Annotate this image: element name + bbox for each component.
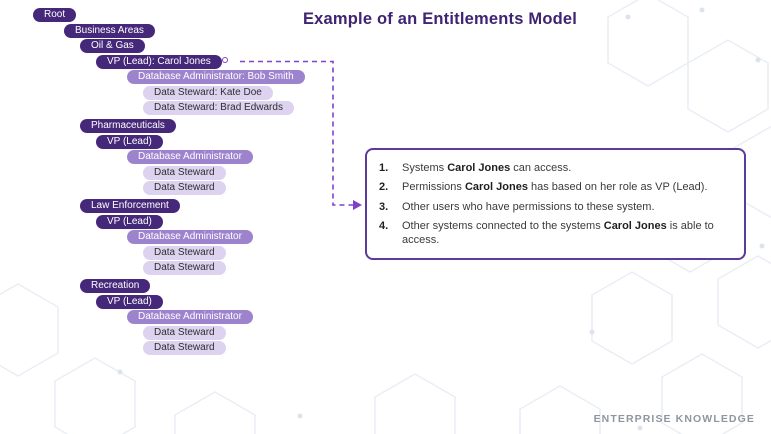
tree-node: VP (Lead) <box>96 294 163 309</box>
tree-node: Data Steward <box>143 245 226 260</box>
item-number: 2. <box>379 181 389 194</box>
callout-box: 1. Systems Carol Jones can access. 2. Permi… <box>365 148 746 261</box>
item-text: Other users who have permissions to thes… <box>402 200 655 213</box>
tree-node: Data Steward <box>143 181 226 195</box>
hexagon-decoration <box>591 271 673 365</box>
tree-node: Business Areas <box>64 23 155 38</box>
dot-decoration <box>625 14 631 20</box>
tree-node: Law Enforcement <box>80 199 180 213</box>
tree-node: VP (Lead): Carol Jones <box>96 54 228 69</box>
tree-node: Database Administrator: Bob Smith <box>127 70 305 84</box>
hexagon-decoration <box>374 373 456 434</box>
hexagon-decoration <box>519 385 601 434</box>
tree-node: Data Steward <box>143 325 226 340</box>
dot-decoration <box>297 413 303 419</box>
callout-item: 2. Permissions Carol Jones has based on h… <box>379 180 720 194</box>
tree-node: Data Steward <box>143 165 226 180</box>
tree-node: Data Steward: Brad Edwards <box>143 101 294 115</box>
callout-item: 3. Other users who have permissions to th… <box>379 200 720 214</box>
tree-node: Recreation <box>80 279 151 293</box>
hexagon-decoration <box>174 391 256 434</box>
dot-decoration <box>117 369 123 375</box>
tree-node: Database Administrator <box>127 150 253 164</box>
callout-item: 4. Other systems connected to the systems… <box>379 219 720 248</box>
connector-dot <box>221 57 228 63</box>
item-text: Systems Carol Jones can access. <box>402 162 572 174</box>
tree-node: Data Steward: Kate Doe <box>143 85 273 100</box>
item-text: Other systems connected to the systems C… <box>402 219 714 247</box>
hexagon-decoration <box>717 255 771 349</box>
tree-node: Pharmaceuticals <box>80 119 176 133</box>
hexagon-decoration <box>54 357 136 434</box>
tree-node: VP (Lead) <box>96 134 163 149</box>
dot-decoration <box>755 57 761 63</box>
tree-node: Data Steward <box>143 261 226 275</box>
tree-node: Root <box>33 8 77 22</box>
hexagon-decoration <box>687 39 769 133</box>
dot-decoration <box>699 7 705 13</box>
tree-node: Data Steward <box>143 341 226 355</box>
tree-node: Database Administrator <box>127 310 253 324</box>
callout-item: 1. Systems Carol Jones can access. <box>379 161 720 175</box>
dot-decoration <box>759 243 765 249</box>
tree-node: Database Administrator <box>127 230 253 244</box>
dot-decoration <box>589 329 595 335</box>
item-number: 4. <box>379 219 389 232</box>
tree-node: VP (Lead) <box>96 214 163 229</box>
item-number: 1. <box>379 162 389 174</box>
dot-decoration <box>637 425 643 431</box>
tree-node: Oil & Gas <box>80 39 145 53</box>
brand-logo: ENTERPRISE KNOWLEDGE <box>593 413 755 425</box>
item-number: 3. <box>379 200 389 213</box>
callout-list: 1. Systems Carol Jones can access. 2. Permi… <box>379 161 720 247</box>
page-title: Example of an Entitlements Model <box>302 10 578 28</box>
item-text: Permissions Carol Jones has based on her… <box>402 181 708 194</box>
